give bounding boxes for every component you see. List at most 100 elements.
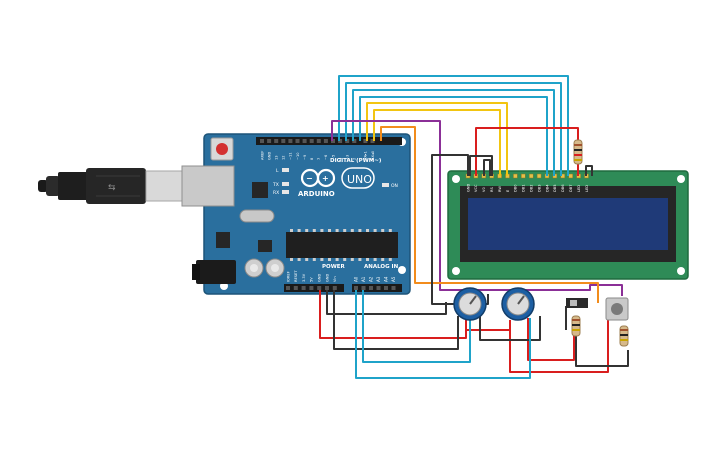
analog-pin-3[interactable] [376, 286, 381, 290]
header-pin-label: 7 [317, 158, 321, 160]
wire-cyan-4 [359, 96, 548, 176]
push-button[interactable] [605, 297, 629, 321]
svg-text:−: − [306, 174, 313, 183]
power-pin-6[interactable] [332, 286, 337, 290]
wire-black-lcd-3 [469, 155, 493, 176]
wire-black-gnd-1 [326, 290, 447, 315]
lcd-pin-label: DB0 [514, 184, 518, 192]
wire-cyan-2 [345, 82, 562, 176]
svg-text:RX: RX [273, 190, 279, 196]
header-pin-15[interactable] [370, 139, 375, 143]
power-pin-label: Vin [333, 276, 337, 282]
analog-pin-5[interactable] [391, 286, 396, 290]
wire-yellow-2 [373, 109, 501, 176]
lcd-pin-9[interactable] [536, 173, 542, 179]
analog-pin-1[interactable] [361, 286, 366, 290]
power-pin-label: IOREF [286, 271, 290, 282]
wire-cyan-a0 [355, 290, 531, 379]
wire-cyan-a1 [362, 290, 471, 363]
lcd-pin-label: DB5 [553, 184, 557, 192]
analog-pin-label: A3 [376, 276, 381, 282]
potentiometer-2[interactable] [501, 287, 535, 321]
brand-text: ARDUINO [298, 190, 335, 198]
header-pin-8[interactable] [316, 139, 321, 143]
power-pin-label: GND [325, 274, 329, 282]
lcd-pin-label: DB4 [545, 184, 549, 192]
power-pin-5[interactable] [325, 286, 329, 290]
lcd-pin-13[interactable] [568, 173, 573, 179]
power-pin-1[interactable] [293, 286, 298, 290]
header-pin-label: 12 [282, 155, 286, 160]
lcd-pin-label: DB3 [537, 184, 541, 192]
lcd-pin-label: RW [498, 186, 502, 192]
analog-pin-4[interactable] [384, 286, 388, 290]
lcd-pin-label: LED [577, 185, 581, 192]
wire-red-pot2 [466, 320, 609, 373]
power-pin-0[interactable] [286, 286, 290, 290]
potentiometer-1[interactable] [453, 287, 487, 321]
header-pin-label: AREF [260, 151, 264, 160]
resistor-lcd-backlight[interactable] [573, 139, 583, 165]
header-pin-6[interactable] [302, 139, 307, 143]
digital-header [256, 137, 402, 145]
lcd-pin-label: V0 [482, 187, 486, 192]
header-pin-14[interactable] [363, 139, 368, 143]
header-pin-13[interactable] [352, 139, 357, 143]
header-pin-0[interactable] [260, 139, 264, 143]
power-pin-label: RESET [294, 270, 298, 282]
lcd-pin-8[interactable] [528, 173, 534, 179]
wire-black-lcd-1 [431, 154, 489, 305]
analog-label: ANALOG IN [364, 264, 399, 270]
analog-pin-label: A0 [353, 276, 358, 282]
lcd-pin-label: LED [585, 185, 589, 192]
wires [319, 75, 629, 379]
wire-black-lcd-2 [483, 159, 491, 176]
power-pin-label: GND [318, 274, 322, 282]
digital-label: DIGITAL (PWM~) [330, 158, 382, 164]
slide-switch[interactable] [566, 298, 588, 308]
header-pin-label: GND [267, 152, 271, 160]
svg-text:+: + [322, 174, 329, 183]
header-pin-5[interactable] [295, 139, 300, 143]
header-pin-3[interactable] [281, 139, 286, 143]
header-pin-label: ~11 [289, 152, 293, 160]
svg-text:L: L [276, 168, 279, 174]
lcd-pin-label: DB7 [569, 184, 573, 192]
header-pin-1[interactable] [267, 139, 272, 143]
usb-icon: ⇆ [108, 183, 116, 193]
svg-text:ON: ON [391, 183, 398, 189]
resistor-button[interactable] [619, 325, 629, 347]
lcd-pin-7[interactable] [521, 173, 526, 179]
resistor-switch[interactable] [571, 315, 581, 337]
header-pin-9[interactable] [323, 139, 328, 143]
svg-text:TX: TX [272, 182, 279, 188]
lcd-pin-label: DB2 [530, 184, 534, 192]
header-pin-label: 8 [310, 157, 314, 160]
wire-red-top [475, 127, 579, 176]
header-pin-label: ~6 [324, 154, 328, 160]
analog-pin-0[interactable] [354, 286, 358, 290]
lcd-pin-label: GND [466, 184, 470, 192]
header-pin-label: RX◂0 [371, 150, 375, 160]
header-pin-11[interactable] [338, 139, 343, 143]
power-pin-2[interactable] [301, 286, 306, 290]
header-pin-2[interactable] [274, 139, 279, 143]
analog-pin-label: A5 [391, 276, 396, 282]
wire-orange-1 [380, 126, 599, 303]
reset-button[interactable] [210, 137, 234, 161]
header-pin-12[interactable] [345, 139, 350, 143]
power-pin-label: 3.3V [302, 273, 306, 282]
lcd-pin-label: RS [490, 187, 494, 192]
header-pin-label: ~9 [303, 154, 307, 160]
power-pin-3[interactable] [309, 286, 314, 290]
lcd-pin-6[interactable] [513, 173, 518, 179]
header-pin-7[interactable] [309, 139, 314, 143]
power-pin-4[interactable] [317, 286, 322, 290]
analog-pin-2[interactable] [369, 286, 373, 290]
analog-pin-label: A1 [361, 276, 366, 282]
header-pin-label: 13 [275, 155, 279, 160]
header-pin-4[interactable] [288, 139, 293, 143]
